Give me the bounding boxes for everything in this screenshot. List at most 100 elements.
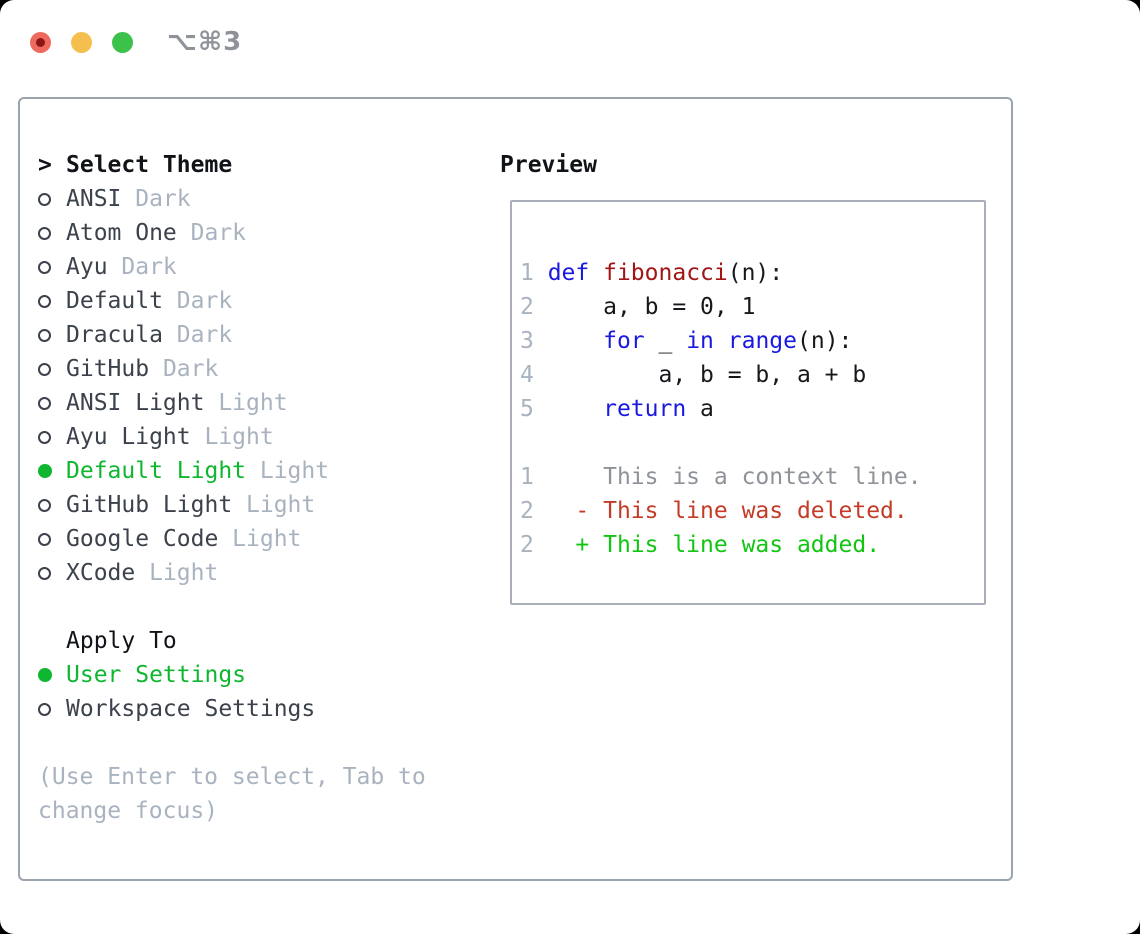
help-text-line-1: (Use Enter to select, Tab to: [38, 764, 426, 790]
line-number: 3: [520, 328, 548, 354]
maximize-button[interactable]: [112, 31, 133, 53]
theme-option-default[interactable]: Default Dark: [38, 284, 426, 318]
line-number: [520, 430, 548, 456]
theme-variant-tag: Dark: [135, 186, 191, 212]
line-number: 1: [520, 464, 548, 490]
theme-option-google-code[interactable]: Google Code Light: [38, 522, 426, 556]
radio-circle: [38, 362, 51, 376]
theme-name: Default: [66, 288, 163, 314]
theme-variant-tag: Light: [218, 390, 288, 416]
radio-unselected-icon: [38, 498, 66, 512]
theme-option-github-light[interactable]: GitHub Light Light: [38, 488, 426, 522]
window-shortcut-label: ⌥⌘3: [167, 27, 243, 57]
code-segment: in: [686, 328, 714, 354]
radio-unselected-icon: [38, 362, 66, 376]
theme-name: GitHub Light: [66, 492, 233, 518]
close-button[interactable]: [30, 31, 51, 53]
theme-option-xcode[interactable]: XCode Light: [38, 556, 426, 590]
radio-circle: [38, 566, 51, 580]
code-segment: (n):: [797, 328, 853, 354]
theme-option-github[interactable]: GitHub Dark: [38, 352, 426, 386]
apply-option-label: Workspace Settings: [66, 696, 316, 722]
radio-circle: [38, 396, 51, 410]
code-line: 2 a, b = 0, 1: [520, 290, 984, 324]
theme-name: Google Code: [66, 526, 219, 552]
radio-unselected-icon: [38, 566, 66, 580]
code-line: 1 def fibonacci(n):: [520, 256, 984, 290]
radio-circle: [38, 226, 51, 240]
line-number: 1: [520, 260, 548, 286]
code-line: 5 return a: [520, 392, 984, 426]
help-text-line-2: change focus): [38, 798, 219, 824]
theme-name: Default Light: [66, 458, 247, 484]
theme-option-ansi[interactable]: ANSI Dark: [38, 182, 426, 216]
theme-option-ansi-light[interactable]: ANSI Light Light: [38, 386, 426, 420]
titlebar: ⌥⌘3: [30, 27, 242, 57]
line-number: 4: [520, 362, 548, 388]
theme-name: Ayu: [66, 254, 108, 280]
radio-unselected-icon: [38, 226, 66, 240]
radio-circle: [38, 192, 51, 206]
minimize-button[interactable]: [71, 31, 92, 53]
code-line: 2 + This line was added.: [520, 528, 984, 562]
radio-unselected-icon: [38, 260, 66, 274]
theme-name: GitHub: [66, 356, 150, 382]
theme-name: ANSI Light: [66, 390, 205, 416]
code-segment: [589, 260, 603, 286]
radio-circle: [38, 294, 51, 308]
theme-name: Dracula: [66, 322, 163, 348]
apply-option-user-settings[interactable]: User Settings: [38, 658, 426, 692]
close-dot-icon: [36, 37, 45, 47]
apply-to-header-row: Apply To: [38, 624, 426, 658]
radio-circle: [38, 668, 52, 682]
code-segment: a: [686, 396, 714, 422]
theme-variant-tag: Light: [259, 458, 330, 484]
code-line: 4 a, b = b, a + b: [520, 358, 984, 392]
line-number: 2: [520, 294, 548, 320]
radio-circle: [38, 702, 51, 716]
radio-circle: [38, 498, 51, 512]
theme-name: XCode: [66, 560, 136, 586]
theme-variant-tag: Light: [232, 526, 302, 552]
code-segment: return: [603, 396, 687, 422]
select-theme-header-row: > Select Theme: [38, 148, 426, 182]
code-segment: _: [644, 328, 687, 354]
radio-unselected-icon: [38, 192, 66, 206]
code-segment: [714, 328, 728, 354]
theme-option-default-light[interactable]: Default Light Light: [38, 454, 426, 488]
radio-unselected-icon: [38, 532, 66, 546]
line-number: 2: [520, 532, 548, 558]
theme-variant-tag: Light: [149, 560, 219, 586]
code-line: 3 for _ in range(n):: [520, 324, 984, 358]
radio-circle: [38, 328, 51, 342]
theme-variant-tag: Dark: [176, 288, 233, 314]
theme-variant-tag: Dark: [162, 356, 219, 382]
code-segment: (n):: [727, 260, 784, 286]
theme-variant-tag: Light: [246, 492, 316, 518]
apply-option-workspace-settings[interactable]: Workspace Settings: [38, 692, 426, 726]
theme-name: Atom One: [66, 220, 177, 246]
apply-option-label: User Settings: [66, 662, 247, 688]
code-segment: - This line was deleted.: [547, 498, 908, 524]
line-number: 2: [520, 498, 548, 524]
spacer: [38, 590, 426, 624]
radio-unselected-icon: [38, 396, 66, 410]
radio-circle: [38, 430, 51, 444]
code-segment: fibonacci: [603, 260, 728, 286]
preview-heading: Preview: [500, 152, 597, 178]
theme-name: ANSI: [66, 186, 122, 212]
code-line: [520, 426, 984, 460]
code-line: 1 This is a context line.: [520, 460, 984, 494]
code-segment: def: [547, 260, 590, 286]
radio-circle: [38, 260, 51, 274]
